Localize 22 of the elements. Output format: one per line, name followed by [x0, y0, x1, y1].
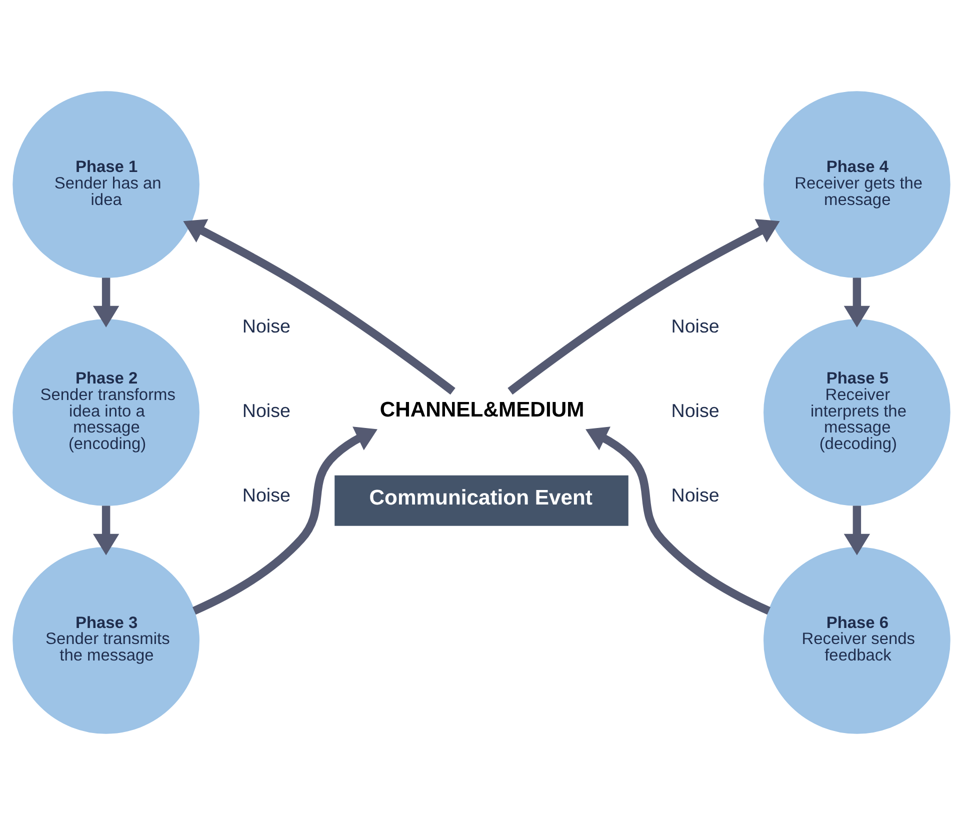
- label: Noise: [242, 400, 290, 421]
- node-box: Communication Event: [334, 475, 628, 526]
- label: Noise: [671, 315, 720, 336]
- arrow: [183, 219, 456, 395]
- label: Noise: [671, 400, 720, 421]
- node-circle: Phase 4 Receiver gets the message: [764, 91, 950, 278]
- arrow: [192, 426, 378, 615]
- node-circle: Phase 1 Sender has an idea: [12, 91, 200, 278]
- node-circle: Phase 3 Sender transmits the message: [12, 547, 200, 734]
- arrow: [844, 506, 870, 556]
- label: Noise: [242, 484, 290, 506]
- node-circle: Phase 2 Sender transforms idea into a message (encoding): [12, 319, 200, 506]
- arrow: [92, 506, 120, 556]
- label: Noise: [671, 484, 720, 506]
- label: Noise: [242, 315, 290, 336]
- arrow: [586, 426, 771, 615]
- node-text: CHANNEL&MEDIUM: [380, 398, 584, 422]
- arrow: [508, 219, 780, 395]
- arrow: [92, 278, 120, 328]
- arrow: [844, 278, 870, 328]
- node-circle: Phase 6 Receiver sends feedback: [764, 547, 950, 734]
- node-circle: Phase 5 Receiver interprets the message (decoding): [764, 319, 950, 506]
